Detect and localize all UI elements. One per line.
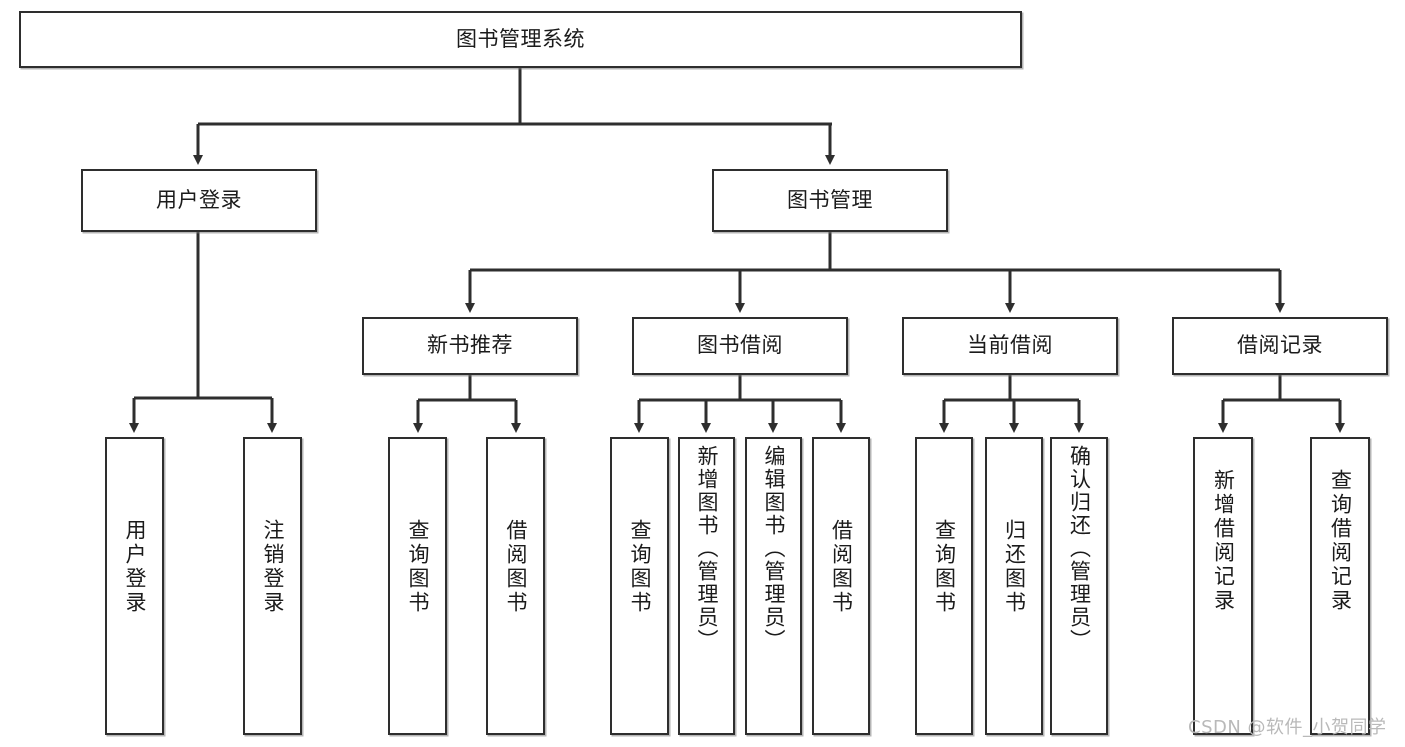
csdn-watermark: CSDN @软件_小贺同学: [1188, 717, 1387, 738]
node-leaf-add-book[interactable]: 新增图书（管理员）: [678, 437, 735, 735]
node-book-borrow[interactable]: 图书借阅: [632, 317, 848, 375]
node-leaf-add-record-label: 新增借阅记录: [1211, 469, 1236, 613]
node-book-borrow-label: 图书借阅: [697, 333, 783, 358]
node-root[interactable]: 图书管理系统: [19, 11, 1022, 68]
node-book-management-label: 图书管理: [787, 187, 873, 212]
node-leaf-borrow-book-2-label: 借阅图书: [829, 519, 854, 615]
node-leaf-confirm-return-label: 确认归还（管理员）: [1067, 445, 1092, 652]
node-new-book-recommend-label: 新书推荐: [427, 333, 513, 358]
node-book-management[interactable]: 图书管理: [712, 169, 948, 232]
node-leaf-query-book-2-label: 查询图书: [628, 519, 652, 615]
node-leaf-borrow-book-1[interactable]: 借阅图书: [486, 437, 545, 735]
node-current-borrow-label: 当前借阅: [967, 333, 1053, 358]
node-user-login[interactable]: 用户登录: [81, 169, 317, 232]
node-leaf-query-book-3[interactable]: 查询图书: [915, 437, 973, 735]
node-leaf-user-login-label: 用户登录: [123, 519, 147, 615]
node-leaf-user-login[interactable]: 用户登录: [105, 437, 164, 735]
node-leaf-add-book-label: 新增图书（管理员）: [695, 445, 719, 652]
node-leaf-return-book[interactable]: 归还图书: [985, 437, 1043, 735]
node-leaf-query-book-2[interactable]: 查询图书: [610, 437, 669, 735]
node-borrow-record[interactable]: 借阅记录: [1172, 317, 1388, 375]
node-leaf-borrow-book-2[interactable]: 借阅图书: [812, 437, 870, 735]
node-leaf-query-book-1-label: 查询图书: [406, 519, 430, 615]
node-current-borrow[interactable]: 当前借阅: [902, 317, 1118, 375]
node-leaf-logout-login[interactable]: 注销登录: [243, 437, 302, 735]
node-borrow-record-label: 借阅记录: [1237, 333, 1323, 358]
node-leaf-logout-login-label: 注销登录: [261, 519, 285, 615]
node-leaf-edit-book[interactable]: 编辑图书（管理员）: [745, 437, 802, 735]
node-root-label: 图书管理系统: [456, 26, 585, 51]
node-user-login-label: 用户登录: [156, 187, 242, 212]
node-leaf-edit-book-label: 编辑图书（管理员）: [762, 445, 786, 652]
node-new-book-recommend[interactable]: 新书推荐: [362, 317, 578, 375]
node-leaf-query-record[interactable]: 查询借阅记录: [1310, 437, 1370, 735]
node-leaf-query-book-1[interactable]: 查询图书: [388, 437, 447, 735]
node-leaf-add-record[interactable]: 新增借阅记录: [1193, 437, 1253, 735]
node-leaf-return-book-label: 归还图书: [1002, 519, 1027, 615]
node-leaf-confirm-return[interactable]: 确认归还（管理员）: [1050, 437, 1108, 735]
node-leaf-borrow-book-1-label: 借阅图书: [504, 519, 528, 615]
node-leaf-query-book-3-label: 查询图书: [932, 519, 957, 615]
node-leaf-query-record-label: 查询借阅记录: [1328, 469, 1353, 613]
